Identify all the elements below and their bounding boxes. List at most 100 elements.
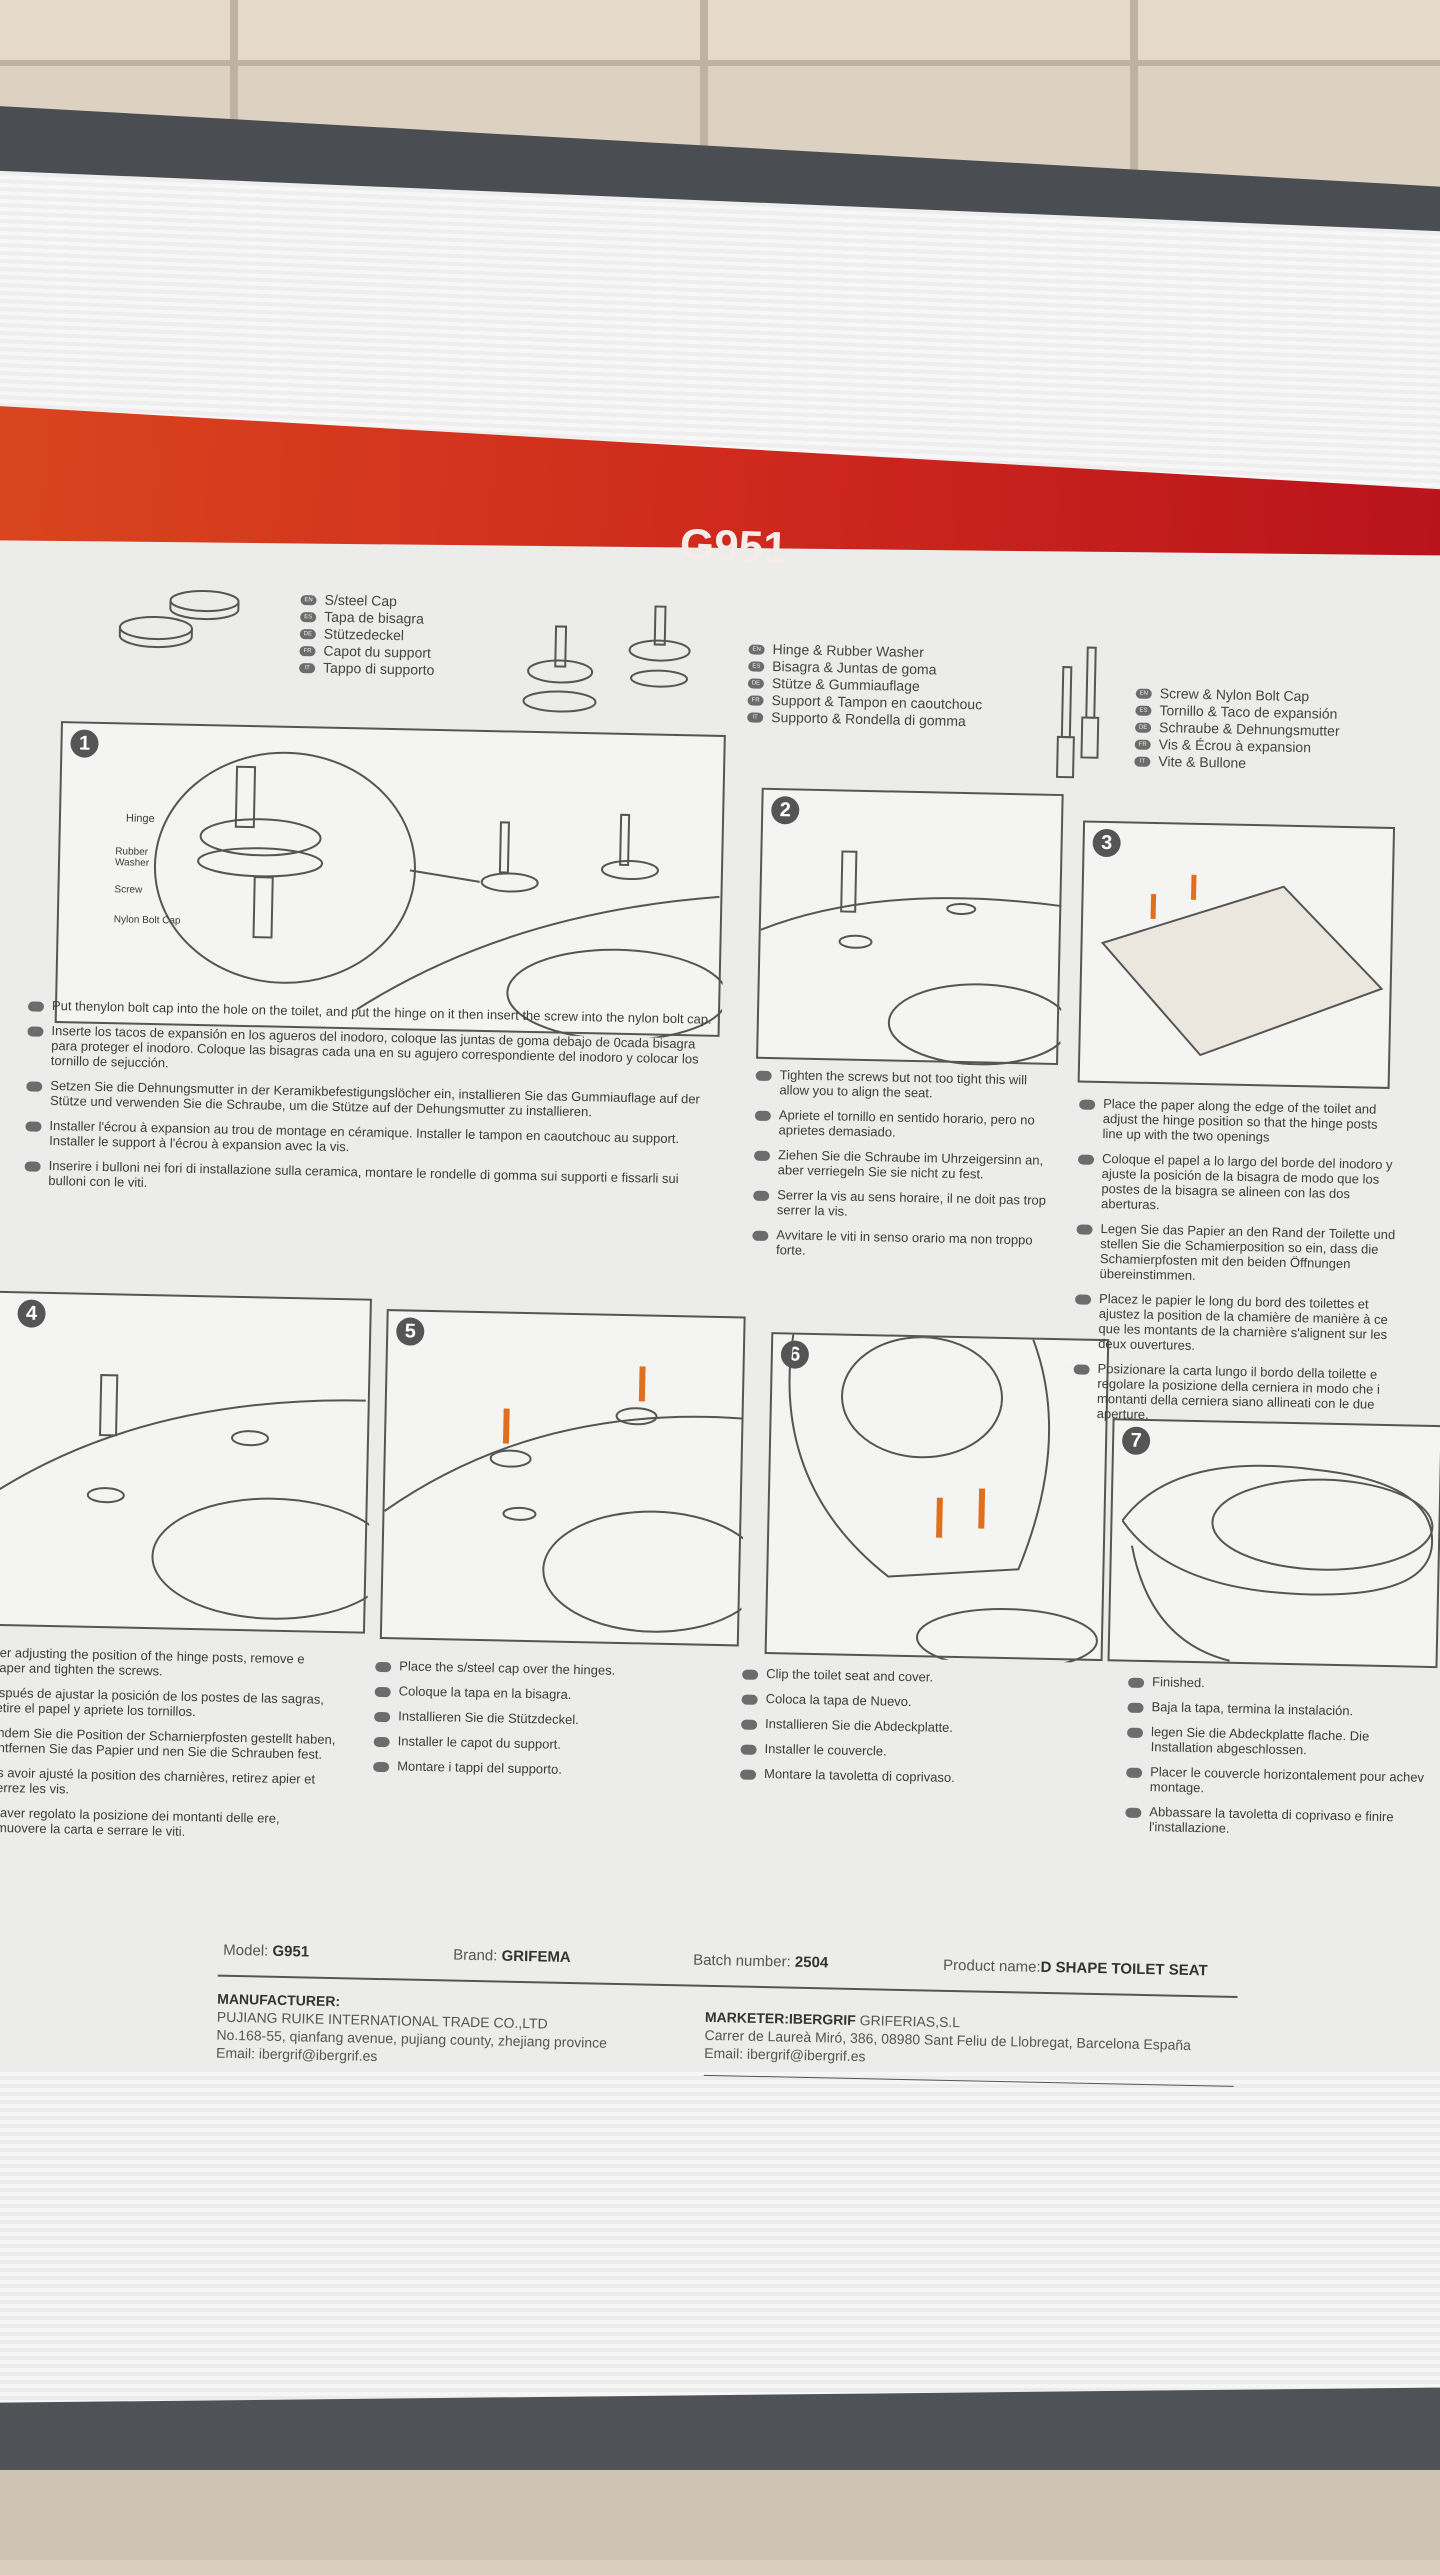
step-1-panel: 1 Hinge Rubber Washer Screw Nylon Bolt C… bbox=[54, 721, 728, 1039]
language-badge-icon: IT bbox=[733, 1769, 757, 1780]
label-rubber-washer: Rubber Washer bbox=[114, 846, 150, 869]
part-label-text: Hinge & Rubber Washer bbox=[772, 640, 924, 661]
language-badge-icon: IT bbox=[18, 1160, 41, 1172]
language-badge-icon: DE bbox=[747, 678, 765, 690]
instruction-paragraph: DEchdem Sie die Position der Scharnierpf… bbox=[0, 1724, 337, 1762]
steel-cap-illustration bbox=[118, 590, 240, 649]
language-badge-icon: IT bbox=[1119, 1807, 1142, 1818]
part-label-text: Vite & Bullone bbox=[1158, 753, 1247, 771]
language-badge-icon: ES bbox=[734, 1694, 758, 1705]
part-label-text: Vis & Écrou à expansion bbox=[1158, 736, 1312, 756]
instruction-paragraph: ES Inserte los tacos de expansión en los … bbox=[19, 1022, 718, 1081]
language-badge-icon: FR bbox=[1134, 739, 1151, 751]
step-6-illustration bbox=[788, 1334, 1098, 1664]
instruction-text: Avvitare le viti in senso orario ma non … bbox=[775, 1227, 1033, 1258]
language-badge-icon: FR bbox=[299, 646, 316, 657]
language-badge-icon: IT bbox=[366, 1761, 390, 1772]
arrow-icon bbox=[638, 1366, 646, 1402]
instruction-paragraph: IT Avvitare le viti in senso orario ma no… bbox=[746, 1227, 1053, 1263]
foam-sheet-bottom bbox=[0, 2070, 1440, 2440]
step-4-instructions: ENfter adjusting the position of the hin… bbox=[0, 1644, 339, 1852]
language-badge-icon: IT bbox=[746, 1230, 769, 1241]
language-badge-icon: FR bbox=[745, 1190, 770, 1201]
step-6-panel: 6 bbox=[764, 1332, 1110, 1664]
step-2-panel: 2 bbox=[756, 787, 1066, 1066]
part-label-text: Tapa de bisagra bbox=[324, 608, 425, 627]
language-badge-icon: ES bbox=[19, 1026, 44, 1037]
instruction-text: Tighten the screws but not too tight thi… bbox=[779, 1067, 1028, 1101]
language-badge-icon: EN bbox=[734, 1669, 759, 1680]
instruction-text: legen Sie die Abdeckplatte flache. Die I… bbox=[1150, 1724, 1370, 1758]
step-7-panel: 7 bbox=[1107, 1418, 1440, 1669]
screw-illustration bbox=[1056, 646, 1100, 779]
product-name-field: Product name:D SHAPE TOILET SEAT bbox=[942, 1956, 1208, 1980]
instruction-text: Montare i tappi del supporto. bbox=[397, 1758, 563, 1777]
instruction-paragraph: FR Installer le couvercle. bbox=[733, 1741, 1080, 1763]
language-badge-icon: ES bbox=[747, 1110, 771, 1121]
instruction-text: fter adjusting the position of the hinge… bbox=[0, 1644, 305, 1679]
step-2-illustration bbox=[760, 850, 1066, 1066]
step-2-instructions: EN Tighten the screws but not too tight t… bbox=[745, 1067, 1056, 1273]
instruction-text: Coloque la tapa en la bisagra. bbox=[398, 1683, 572, 1702]
instruction-text: Setzen Sie die Dehnungsmutter in der Ker… bbox=[49, 1077, 701, 1120]
step-5-panel: 5 bbox=[379, 1309, 748, 1647]
instruction-text: Baja la tapa, termina la instalación. bbox=[1151, 1699, 1354, 1719]
product-info-row: Model: G951 Brand: GRIFEMA Batch number:… bbox=[223, 1941, 1233, 1980]
instruction-text: Serrer la vis au sens horaire, il ne doi… bbox=[776, 1187, 1047, 1219]
part-label-text: Stütze & Gummiauflage bbox=[771, 674, 920, 695]
language-badge-icon: FR bbox=[733, 1744, 757, 1755]
language-badge-icon: FR bbox=[747, 695, 764, 707]
language-badge-icon: IT bbox=[747, 712, 764, 724]
part-label-text: Screw & Nylon Bolt Cap bbox=[1159, 685, 1310, 705]
language-badge-icon: FR bbox=[17, 1120, 42, 1132]
instruction-text: Montare la tavoletta di coprivaso. bbox=[763, 1766, 955, 1786]
instruction-text: Inserte los tacos de expansión en los ag… bbox=[50, 1022, 699, 1071]
instruction-paragraph: ITo aver regolato la posizione dei monta… bbox=[0, 1804, 335, 1842]
language-badge-icon: EN bbox=[747, 1070, 772, 1081]
step-3-illustration bbox=[1100, 874, 1384, 1057]
language-badge-icon: ES bbox=[1070, 1154, 1095, 1165]
model-field: Model: G951 bbox=[223, 1941, 310, 1961]
step-1-illustration bbox=[153, 751, 728, 1039]
instruction-text: o aver regolato la posizione dei montant… bbox=[0, 1804, 280, 1839]
language-badge-icon: ES bbox=[300, 612, 317, 623]
marketer-block: MARKETER:IBERGRIF GRIFERIAS,S.L Carrer d… bbox=[704, 2008, 1191, 2072]
instruction-text: Placer le couvercle horizontalement pour… bbox=[1149, 1764, 1425, 1796]
language-badge-icon: DE bbox=[18, 1080, 43, 1092]
arrow-icon bbox=[978, 1488, 986, 1529]
language-badge-icon: EN bbox=[1071, 1099, 1096, 1110]
part-label-text: S/steel Cap bbox=[324, 591, 398, 610]
language-badge-icon: EN bbox=[1135, 688, 1152, 700]
instruction-text: Installer le couvercle. bbox=[764, 1741, 887, 1759]
language-badge-icon: DE bbox=[1119, 1727, 1144, 1738]
arrow-icon bbox=[936, 1497, 943, 1538]
instruction-paragraph: IT Montare la tavoletta di coprivaso. bbox=[733, 1766, 1080, 1788]
language-badge-icon: DE bbox=[733, 1719, 758, 1730]
language-badge-icon: EN bbox=[748, 644, 765, 656]
floor bbox=[0, 2470, 1440, 2560]
instruction-text: Placez le papier le long du bord des toi… bbox=[1098, 1290, 1388, 1353]
arrow-icon bbox=[1190, 874, 1197, 900]
instruction-text: Clip the toilet seat and cover. bbox=[766, 1666, 934, 1685]
part-label-text: Stützedeckel bbox=[323, 625, 405, 644]
language-badge-icon: DE bbox=[1068, 1224, 1093, 1235]
